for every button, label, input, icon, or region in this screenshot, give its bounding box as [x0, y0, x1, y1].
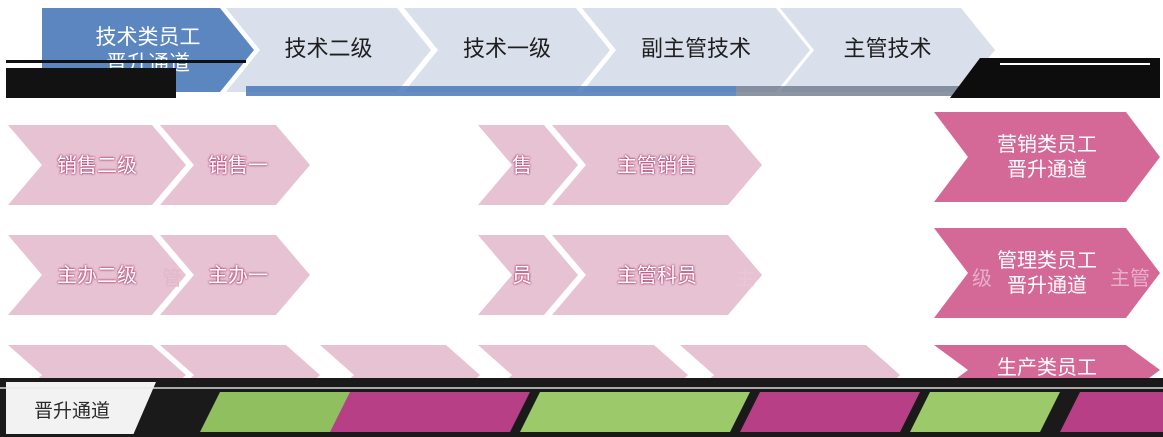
sales-step-1-label: 销售二级: [57, 152, 137, 177]
sales-step-1: 销售二级: [8, 125, 186, 205]
admin-ghost-3: 级: [972, 266, 992, 290]
sales-head-line1: 营销类员工: [997, 132, 1097, 156]
prod-head-line1: 生产类员工: [997, 355, 1097, 379]
render-artifact-bottom-green-2: [520, 392, 750, 432]
tech-step-4-label: 主管技术: [843, 37, 932, 63]
tech-step-1-label: 技术二级: [284, 37, 373, 63]
sales-step-4: 主管销售: [552, 125, 762, 205]
render-artifact-dark-band: [6, 68, 176, 98]
render-artifact-bottom-pale: [6, 382, 156, 434]
tech-step-4: 主管技术: [780, 8, 995, 92]
render-artifact-bottom-magenta-2: [740, 392, 920, 432]
render-artifact-dash: [1000, 63, 1150, 65]
admin-step-4-label: 主管科员: [617, 262, 697, 287]
render-artifact-bottom-magenta-1: [330, 392, 530, 432]
tech-head-line1: 技术类员工: [95, 24, 201, 49]
render-artifact-bottom-magenta-3: [1060, 392, 1163, 432]
prod-track-label: 晋升通道: [34, 400, 111, 422]
admin-head-line2: 晋升通道: [1007, 273, 1087, 297]
admin-ghost-2: 主: [735, 266, 755, 290]
admin-step-1: 主办二级: [8, 235, 186, 315]
admin-ghost-1: 管: [162, 266, 182, 290]
tech-step-2: 技术一级: [404, 8, 610, 92]
render-artifact-gray-band: [736, 86, 966, 96]
sales-step-2-label: 销售一: [208, 152, 268, 177]
admin-head-line1: 管理类员工: [997, 248, 1097, 272]
tech-step-3: 副主管技术: [582, 8, 810, 92]
admin-ghost-4: 主管: [1110, 266, 1150, 290]
sales-head-line2: 晋升通道: [1007, 157, 1087, 181]
tech-step-2-label: 技术一级: [462, 37, 551, 63]
render-artifact-blue-band: [246, 86, 736, 96]
render-artifact-bottom-green-3: [910, 392, 1060, 432]
admin-step-1-label: 主办二级: [57, 262, 137, 287]
sales-track-head: 营销类员工 晋升通道: [934, 112, 1160, 202]
tech-step-1: 技术二级: [226, 8, 431, 92]
tech-step-3-label: 副主管技术: [640, 37, 751, 63]
sales-step-4-label: 主管销售: [617, 152, 697, 177]
admin-step-3-label: 员: [512, 262, 532, 287]
admin-step-4: 主管科员: [552, 235, 762, 315]
sales-step-3-label: 售: [512, 152, 532, 177]
render-artifact-bottom-white-dash: [0, 387, 1163, 389]
render-artifact-stripe: [6, 60, 246, 63]
admin-step-2-label: 主办一: [208, 262, 268, 287]
admin-track-head: 管理类员工 晋升通道: [934, 228, 1160, 318]
